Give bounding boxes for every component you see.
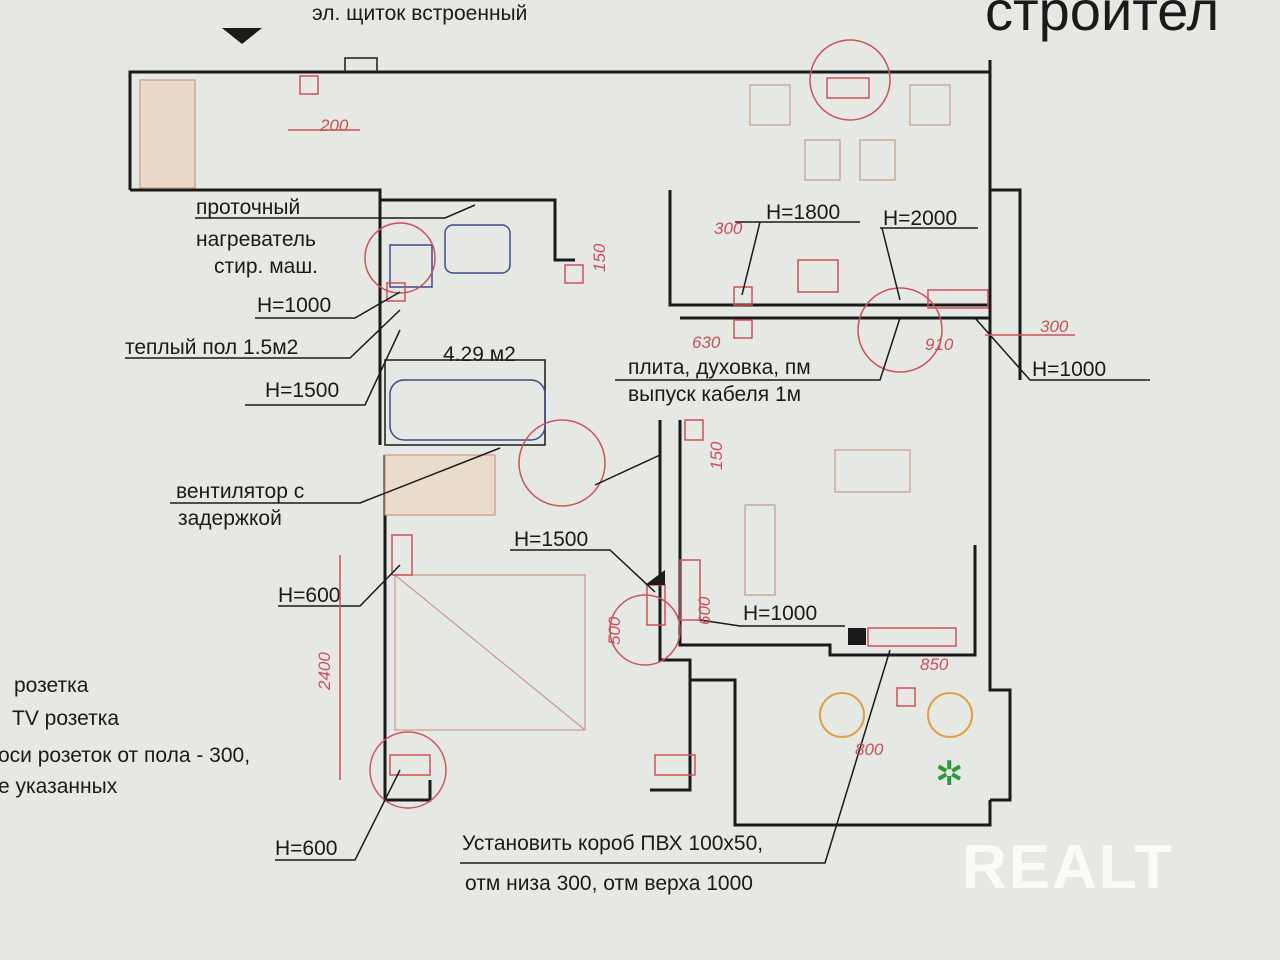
socket-zones [364,39,943,809]
warm-floor-label: теплый пол 1.5м2 [125,336,298,359]
socket-icon [826,77,870,99]
legend-note-2: е указанных [0,775,118,798]
socket-icon [391,534,413,576]
socket-icon [684,419,704,441]
fan-label-1: вентилятор с [176,480,304,503]
legend: розетка TV розетка оси розеток от пола -… [0,674,250,798]
stove-label-1: плита, духовка, пм [628,356,811,379]
svg-text:300: 300 [714,219,743,238]
svg-text:800: 800 [855,740,884,759]
heater-label-2: нагреватель [196,228,316,251]
fan-label-2: задержкой [178,507,282,530]
walls [128,60,1022,827]
svg-text:300: 300 [1040,317,1069,336]
living-height-1000: H=1000 [743,602,817,625]
furniture: ✲ [394,84,973,793]
svg-text:850: 850 [920,655,949,674]
panel-label: эл. щиток встроенный [312,2,527,25]
svg-text:910: 910 [925,335,954,354]
duct-label-1: Установить короб ПВХ 100х50, [462,832,763,855]
kitchen-height-1800: H=1800 [766,201,840,224]
page-title-partial: строител [985,0,1219,42]
heater-label-1: проточный [196,196,300,219]
socket-icon [733,319,753,339]
leader-lines [125,204,1150,864]
svg-text:500: 500 [605,616,624,645]
dimensions: 200 300 150 630 910 300 150 500 600 2400… [288,116,1075,780]
svg-text:✲: ✲ [935,755,964,793]
electrical-panel [344,57,378,73]
annotations: проточный нагреватель стир. маш. H=1000 … [125,196,1106,895]
socket-icon [564,264,584,284]
legend-socket: розетка [14,674,89,697]
socket-icon [299,75,319,95]
heater-label-3: стир. маш. [214,255,318,278]
svg-text:150: 150 [707,441,726,470]
svg-text:600: 600 [695,596,714,625]
bath-height-1000: H=1000 [257,294,331,317]
bedroom-height-600: H=600 [278,584,340,607]
sockets [299,75,989,776]
socket-icon [867,627,957,647]
tv-socket-icon [645,570,665,585]
bath-height-1500: H=1500 [265,379,339,402]
socket-icon [896,687,916,707]
socket-icon [654,754,696,776]
svg-text:2400: 2400 [315,652,334,691]
bathroom-area: 4.29 м2 [443,343,516,366]
socket-icon [389,754,431,776]
socket-icon [733,286,753,306]
bedroom-height-1500: H=1500 [514,528,588,551]
bottom-height-600: H=600 [275,837,337,860]
socket-icon [386,282,406,302]
kitchen-height-1000: H=1000 [1032,358,1106,381]
stove-label-2: выпуск кабеля 1м [628,383,801,406]
kitchen-height-2000: H=2000 [883,207,957,230]
socket-icon [646,584,666,626]
svg-text:200: 200 [319,116,349,135]
socket-icon [927,289,989,309]
watermark: REALT [962,833,1174,902]
tv-socket-icon [848,628,866,645]
svg-text:630: 630 [692,333,721,352]
svg-text:150: 150 [590,243,609,272]
legend-tv-socket: TV розетка [12,707,119,730]
legend-note-1: оси розеток от пола - 300, [0,744,250,767]
socket-icon [679,559,701,621]
entrance-marker-icon [222,28,262,44]
duct-label-2: отм низа 300, отм верха 1000 [465,872,753,895]
